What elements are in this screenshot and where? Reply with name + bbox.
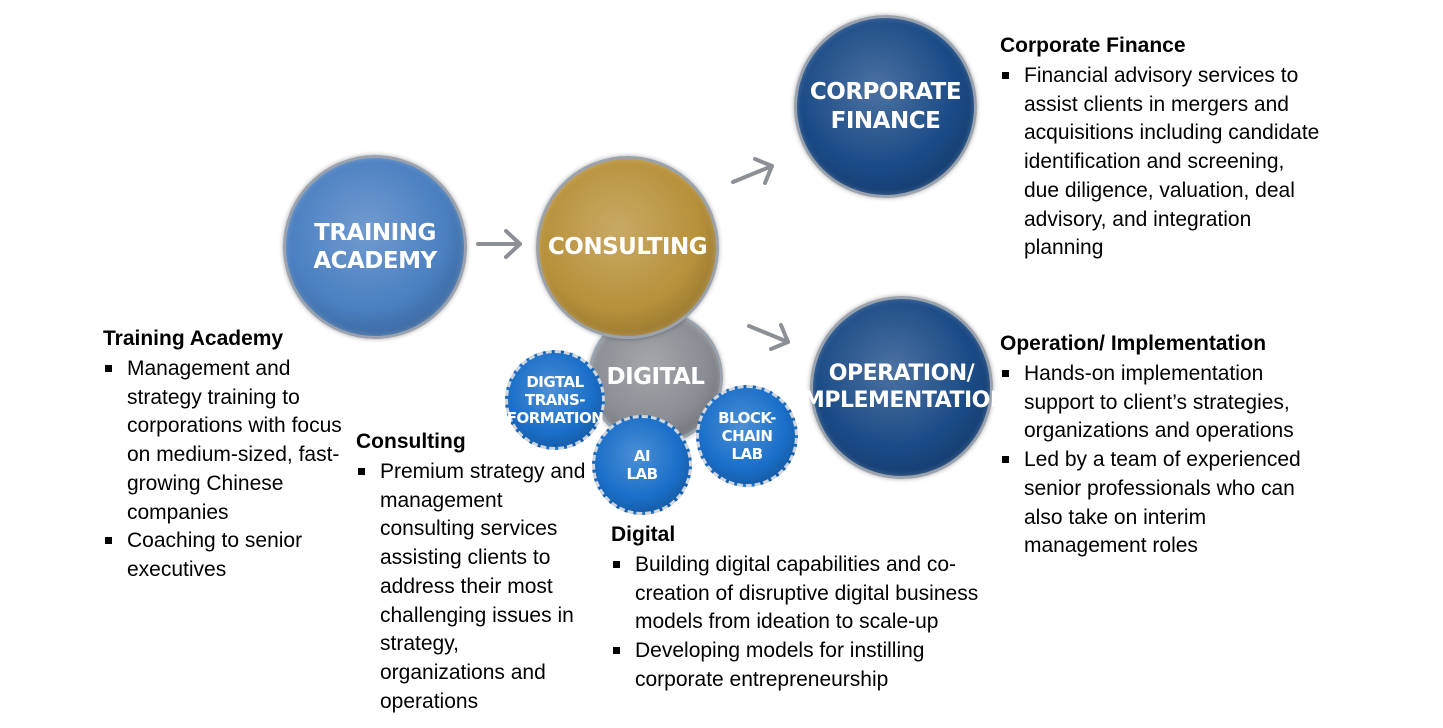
circle-label-line: CORPORATE [809,79,962,106]
ai-lab-circle: AI LAB [592,415,692,515]
bullet-item: Coaching to senior executives [103,527,353,584]
circle-label-line: DIGTAL [526,372,584,391]
bullet-list: Financial advisory services to assist cl… [1000,62,1322,263]
bullet-item: Premium strategy and management consulti… [356,458,586,716]
bullet-item: Financial advisory services to assist cl… [1000,62,1322,263]
bullet-list: Management and strategy training to corp… [103,355,353,585]
circle-label-line: OPERATION/ [828,360,975,386]
training-academy-section: Training Academy Management and strategy… [103,326,353,585]
circle-label-line: TRAINING [314,219,436,246]
consulting-circle: CONSULTING [536,156,719,339]
circle-label-line: AI [633,446,651,465]
circle-label-line: CONSULTING [547,234,708,261]
operation-implementation-circle: OPERATION/ IMPLEMENTATION [795,296,1008,479]
arrow-stroke [747,323,790,351]
bullet-item: Management and strategy training to corp… [103,355,353,527]
section-title: Operation/ Implementation [1000,332,1267,355]
section-title: Training Academy [103,327,284,350]
digital-transformation-circle: DIGTAL TRANS- FORMATION [505,350,605,450]
bullet-item: Developing models for instilling corpora… [611,637,981,694]
bullet-list: Building digital capabilities and co-cre… [611,551,981,695]
corporate-finance-section: Corporate Finance Financial advisory ser… [1000,33,1322,263]
circle-label-line: FORMATION [506,409,604,428]
arrow-consulting-to-operation-icon [747,323,790,351]
digital-section: Digital Building digital capabilities an… [611,522,981,695]
blockchain-lab-circle: BLOCK- CHAIN LAB [696,385,798,487]
section-title: Digital [611,523,676,546]
bullet-list: Hands-on implementation support to clien… [1000,360,1322,561]
arrow-stroke [731,157,774,185]
circle-label-line: ACADEMY [313,248,437,274]
bullet-item: Led by a team of experienced senior prof… [1000,446,1322,561]
bullet-list: Premium strategy and management consulti… [356,458,586,716]
bullet-item: Building digital capabilities and co-cre… [611,551,981,637]
arrow-stroke [476,229,522,259]
circle-label-line: FINANCE [830,107,941,134]
section-title: Consulting [356,430,466,453]
circle-label-line: IMPLEMENTATION [795,387,1008,413]
section-title: Corporate Finance [1000,34,1186,57]
arrow-consulting-to-corporate-icon [731,157,774,185]
training-academy-circle: TRAINING ACADEMY [283,155,467,339]
arrow-training-to-consulting-icon [476,229,522,259]
circle-label-line: LAB [731,445,763,464]
bullet-item: Hands-on implementation support to clien… [1000,360,1322,446]
circle-label-line: BLOCK- [718,408,776,427]
circle-label-line: DIGITAL [606,364,705,391]
circle-label-line: LAB [626,465,658,483]
operation-implementation-section: Operation/ Implementation Hands-on imple… [1000,331,1322,561]
circle-label-line: CHAIN [721,426,773,445]
circle-label-line: TRANS- [525,390,585,409]
corporate-finance-circle: CORPORATE FINANCE [794,15,977,198]
consulting-section: Consulting Premium strategy and manageme… [356,429,586,716]
